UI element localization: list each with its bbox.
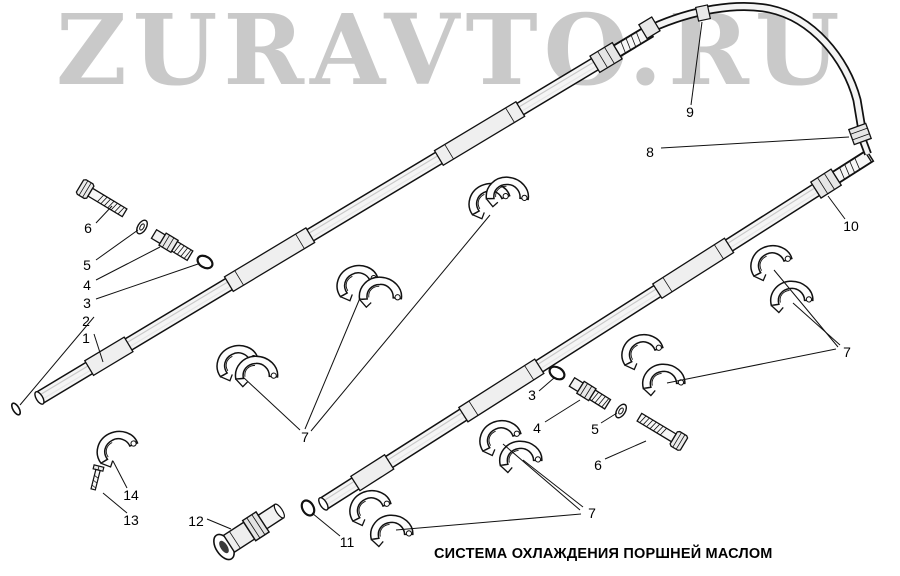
part-label-14: 14: [123, 487, 139, 503]
part-label-9: 9: [686, 104, 694, 120]
clamp: [354, 270, 407, 319]
part-label-3-left: 3: [83, 295, 91, 311]
clamp: [639, 358, 690, 404]
leader-lines: [19, 21, 850, 537]
clamp: [231, 349, 283, 397]
part-label-2: 2: [82, 313, 90, 329]
part-label-12: 12: [188, 513, 204, 529]
part-label-10: 10: [843, 218, 859, 234]
part-label-7-center: 7: [301, 429, 309, 445]
part-label-8: 8: [646, 144, 654, 160]
lower-oil-rail-tube: [318, 149, 875, 511]
clamp: [767, 275, 818, 321]
screw-clamp: [87, 464, 105, 492]
pipe-elbow-fitting: [637, 16, 661, 40]
oring-top-left: [194, 252, 216, 272]
clamp: [367, 509, 418, 555]
part-label-4-left: 4: [83, 277, 91, 293]
washer-top-left: [133, 217, 151, 237]
return-pipe: [637, 1, 873, 156]
bolt-top-left: [74, 178, 130, 221]
part-label-5-right: 5: [591, 421, 599, 437]
part-label-13: 13: [123, 512, 139, 528]
pipe-end-nut: [847, 122, 873, 146]
clamp-bottom-left: [93, 428, 142, 470]
oil-jet-nozzle: [213, 503, 285, 561]
part-label-3-right: 3: [528, 387, 536, 403]
part-label-4-right: 4: [533, 420, 541, 436]
washer-right: [612, 401, 630, 421]
upper-oil-rail-tube: [34, 24, 655, 405]
tube-end-ring: [10, 402, 22, 416]
part-label-7-right: 7: [843, 344, 851, 360]
part-label-6-left: 6: [84, 220, 92, 236]
pipe-banjo-fitting: [694, 4, 712, 22]
fitting-top-left: [149, 227, 195, 263]
bolt-right: [634, 409, 690, 452]
part-label-6-right: 6: [594, 457, 602, 473]
diagram-caption: СИСТЕМА ОХЛАЖДЕНИЯ ПОРШНЕЙ МАСЛОМ: [434, 546, 773, 562]
part-label-1: 1: [82, 330, 90, 346]
clamp: [748, 243, 794, 283]
part-label-11: 11: [339, 534, 355, 550]
clamp: [496, 435, 547, 481]
part-label-5-left: 5: [83, 257, 91, 273]
part-label-7-bottom: 7: [588, 505, 596, 521]
fitting-right: [567, 375, 612, 411]
